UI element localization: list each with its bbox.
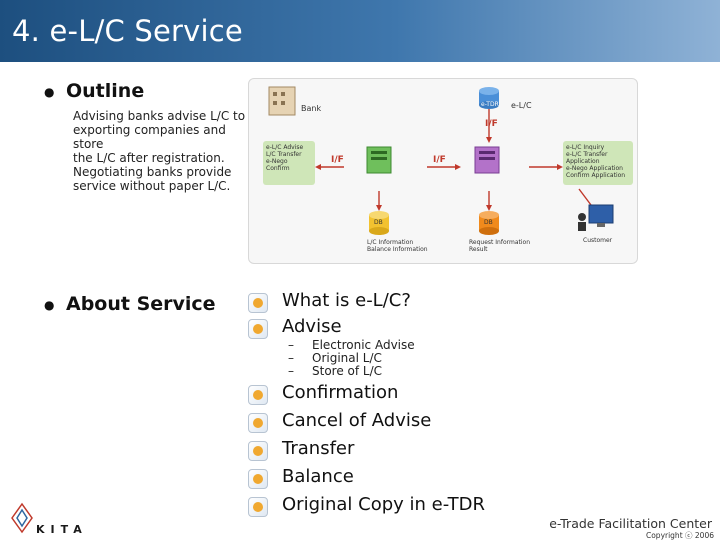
e-tdr-label: e-TDR	[481, 101, 499, 108]
service-item-label: Balance	[282, 466, 354, 487]
document-icon	[248, 319, 268, 339]
document-icon	[248, 413, 268, 433]
service-item-label: Original Copy in e-TDR	[282, 494, 485, 515]
advise-subitem: –Original L/C	[288, 351, 382, 365]
e-lc-label: e-L/C	[511, 101, 532, 110]
bullet-dot: ●	[44, 85, 66, 99]
service-item-label: What is e-L/C?	[282, 290, 411, 311]
bank-functions-box: e-L/C Advise L/C Transfer e-Nego Confirm	[263, 141, 315, 185]
if-top-label: I/F	[485, 119, 498, 129]
service-item-label: Cancel of Advise	[282, 410, 431, 431]
db-right-caption: Request Information Result	[469, 239, 530, 253]
dash: –	[288, 364, 312, 378]
footer-copyright: Copyright ⓒ 2006	[646, 530, 714, 540]
document-icon	[248, 441, 268, 461]
customer-computer-icon	[578, 205, 613, 231]
footer-organization: e-Trade Facilitation Center	[549, 516, 712, 531]
about-service-heading: ●About Service	[44, 293, 216, 315]
if-right-label: I/F	[433, 155, 446, 165]
customer-functions-box: e-L/C Inquiry e-L/C Transfer Application…	[563, 141, 633, 185]
advise-subitem: –Electronic Advise	[288, 338, 415, 352]
document-icon	[248, 385, 268, 405]
document-icon	[248, 469, 268, 489]
dash: –	[288, 351, 312, 365]
bank-label: Bank	[301, 104, 321, 113]
advise-subitem-text: Original L/C	[312, 351, 382, 365]
bank-functions-text: e-L/C Advise L/C Transfer e-Nego Confirm	[266, 144, 303, 172]
right-server-icon	[475, 147, 499, 173]
service-item-label: Advise	[282, 316, 342, 337]
db-right-label: DB	[484, 219, 493, 226]
left-server-icon	[367, 147, 391, 173]
customer-functions-text: e-L/C Inquiry e-L/C Transfer Application…	[566, 144, 633, 179]
title-bar: 4. e-L/C Service	[0, 0, 720, 62]
bank-building-icon	[269, 87, 295, 115]
about-service-heading-text: About Service	[66, 293, 216, 315]
service-item-label: Transfer	[282, 438, 354, 459]
outline-heading: ●Outline	[44, 80, 144, 102]
outline-description: Advising banks advise L/C to exporting c…	[73, 109, 258, 193]
advise-subitem-text: Electronic Advise	[312, 338, 415, 352]
advise-subitem: –Store of L/C	[288, 364, 382, 378]
advise-subitem-text: Store of L/C	[312, 364, 382, 378]
db-left-label: DB	[374, 219, 383, 226]
db-left-caption: L/C Information Balance Information	[367, 239, 428, 253]
dash: –	[288, 338, 312, 352]
kita-logo-text: KITA	[36, 523, 88, 536]
if-left-label: I/F	[331, 155, 344, 165]
outline-heading-text: Outline	[66, 80, 144, 102]
e-lc-system-diagram: Bank e-TDR e-L/C I/F I/F I/F e-L/C Advis…	[248, 78, 638, 264]
page-title: 4. e-L/C Service	[12, 14, 243, 48]
bullet-dot: ●	[44, 298, 66, 312]
service-item-label: Confirmation	[282, 382, 398, 403]
customer-label: Customer	[583, 237, 612, 244]
document-icon	[248, 293, 268, 313]
document-icon	[248, 497, 268, 517]
